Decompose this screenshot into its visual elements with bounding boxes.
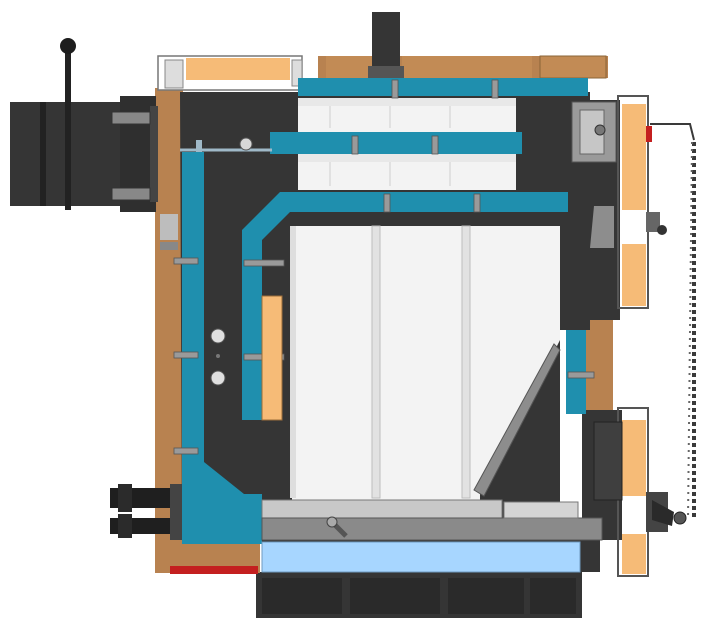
heat-exchanger-baffles xyxy=(298,98,516,190)
lower-door xyxy=(593,407,687,577)
return-pipes xyxy=(110,484,182,540)
base xyxy=(256,572,582,618)
ash-pan xyxy=(261,541,581,573)
upper-door xyxy=(571,95,667,309)
grate xyxy=(261,343,603,541)
sensor-ports xyxy=(210,328,226,386)
draft-chain xyxy=(650,123,696,521)
insulation-top xyxy=(157,55,607,91)
draft-lever xyxy=(60,38,76,210)
flue-pipe xyxy=(10,96,158,212)
casing-accents xyxy=(160,214,178,250)
firebox xyxy=(290,225,560,500)
water-jacket xyxy=(182,78,588,544)
bracket xyxy=(180,137,272,152)
insulation xyxy=(261,104,646,574)
flue-outlet xyxy=(368,12,404,78)
